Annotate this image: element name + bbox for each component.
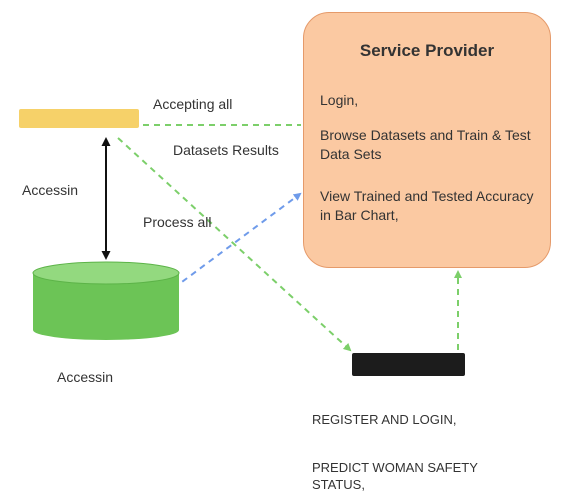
provider-item-login: Login, <box>320 92 359 108</box>
service-provider-title: Service Provider <box>359 41 495 60</box>
user-item-predict-status: PREDICT WOMAN SAFETY STATUS, <box>312 460 478 492</box>
provider-item-browse-datasets: Browse Datasets and Train & Test Data Se… <box>320 127 531 162</box>
service-provider-box: Service Provider Login, Browse Datasets … <box>303 12 551 268</box>
accepting-all-label: Accepting all <box>153 96 233 112</box>
web-server-bar <box>19 109 139 128</box>
process-all-connector <box>146 192 302 309</box>
datasets-results-label: Datasets Results <box>173 142 279 158</box>
database-cylinder-icon <box>32 261 180 340</box>
remote-user-bar <box>352 353 465 376</box>
database-label: Accessin <box>57 369 114 385</box>
accessin-edge-label: Accessin <box>22 182 79 198</box>
process-all-label: Process all <box>143 214 212 230</box>
process-to-remote-user-connector <box>117 137 352 352</box>
provider-item-view-accuracy: View Trained and Tested Accuracy in Bar … <box>320 188 534 223</box>
user-item-register-login: REGISTER AND LOGIN, <box>312 412 457 427</box>
